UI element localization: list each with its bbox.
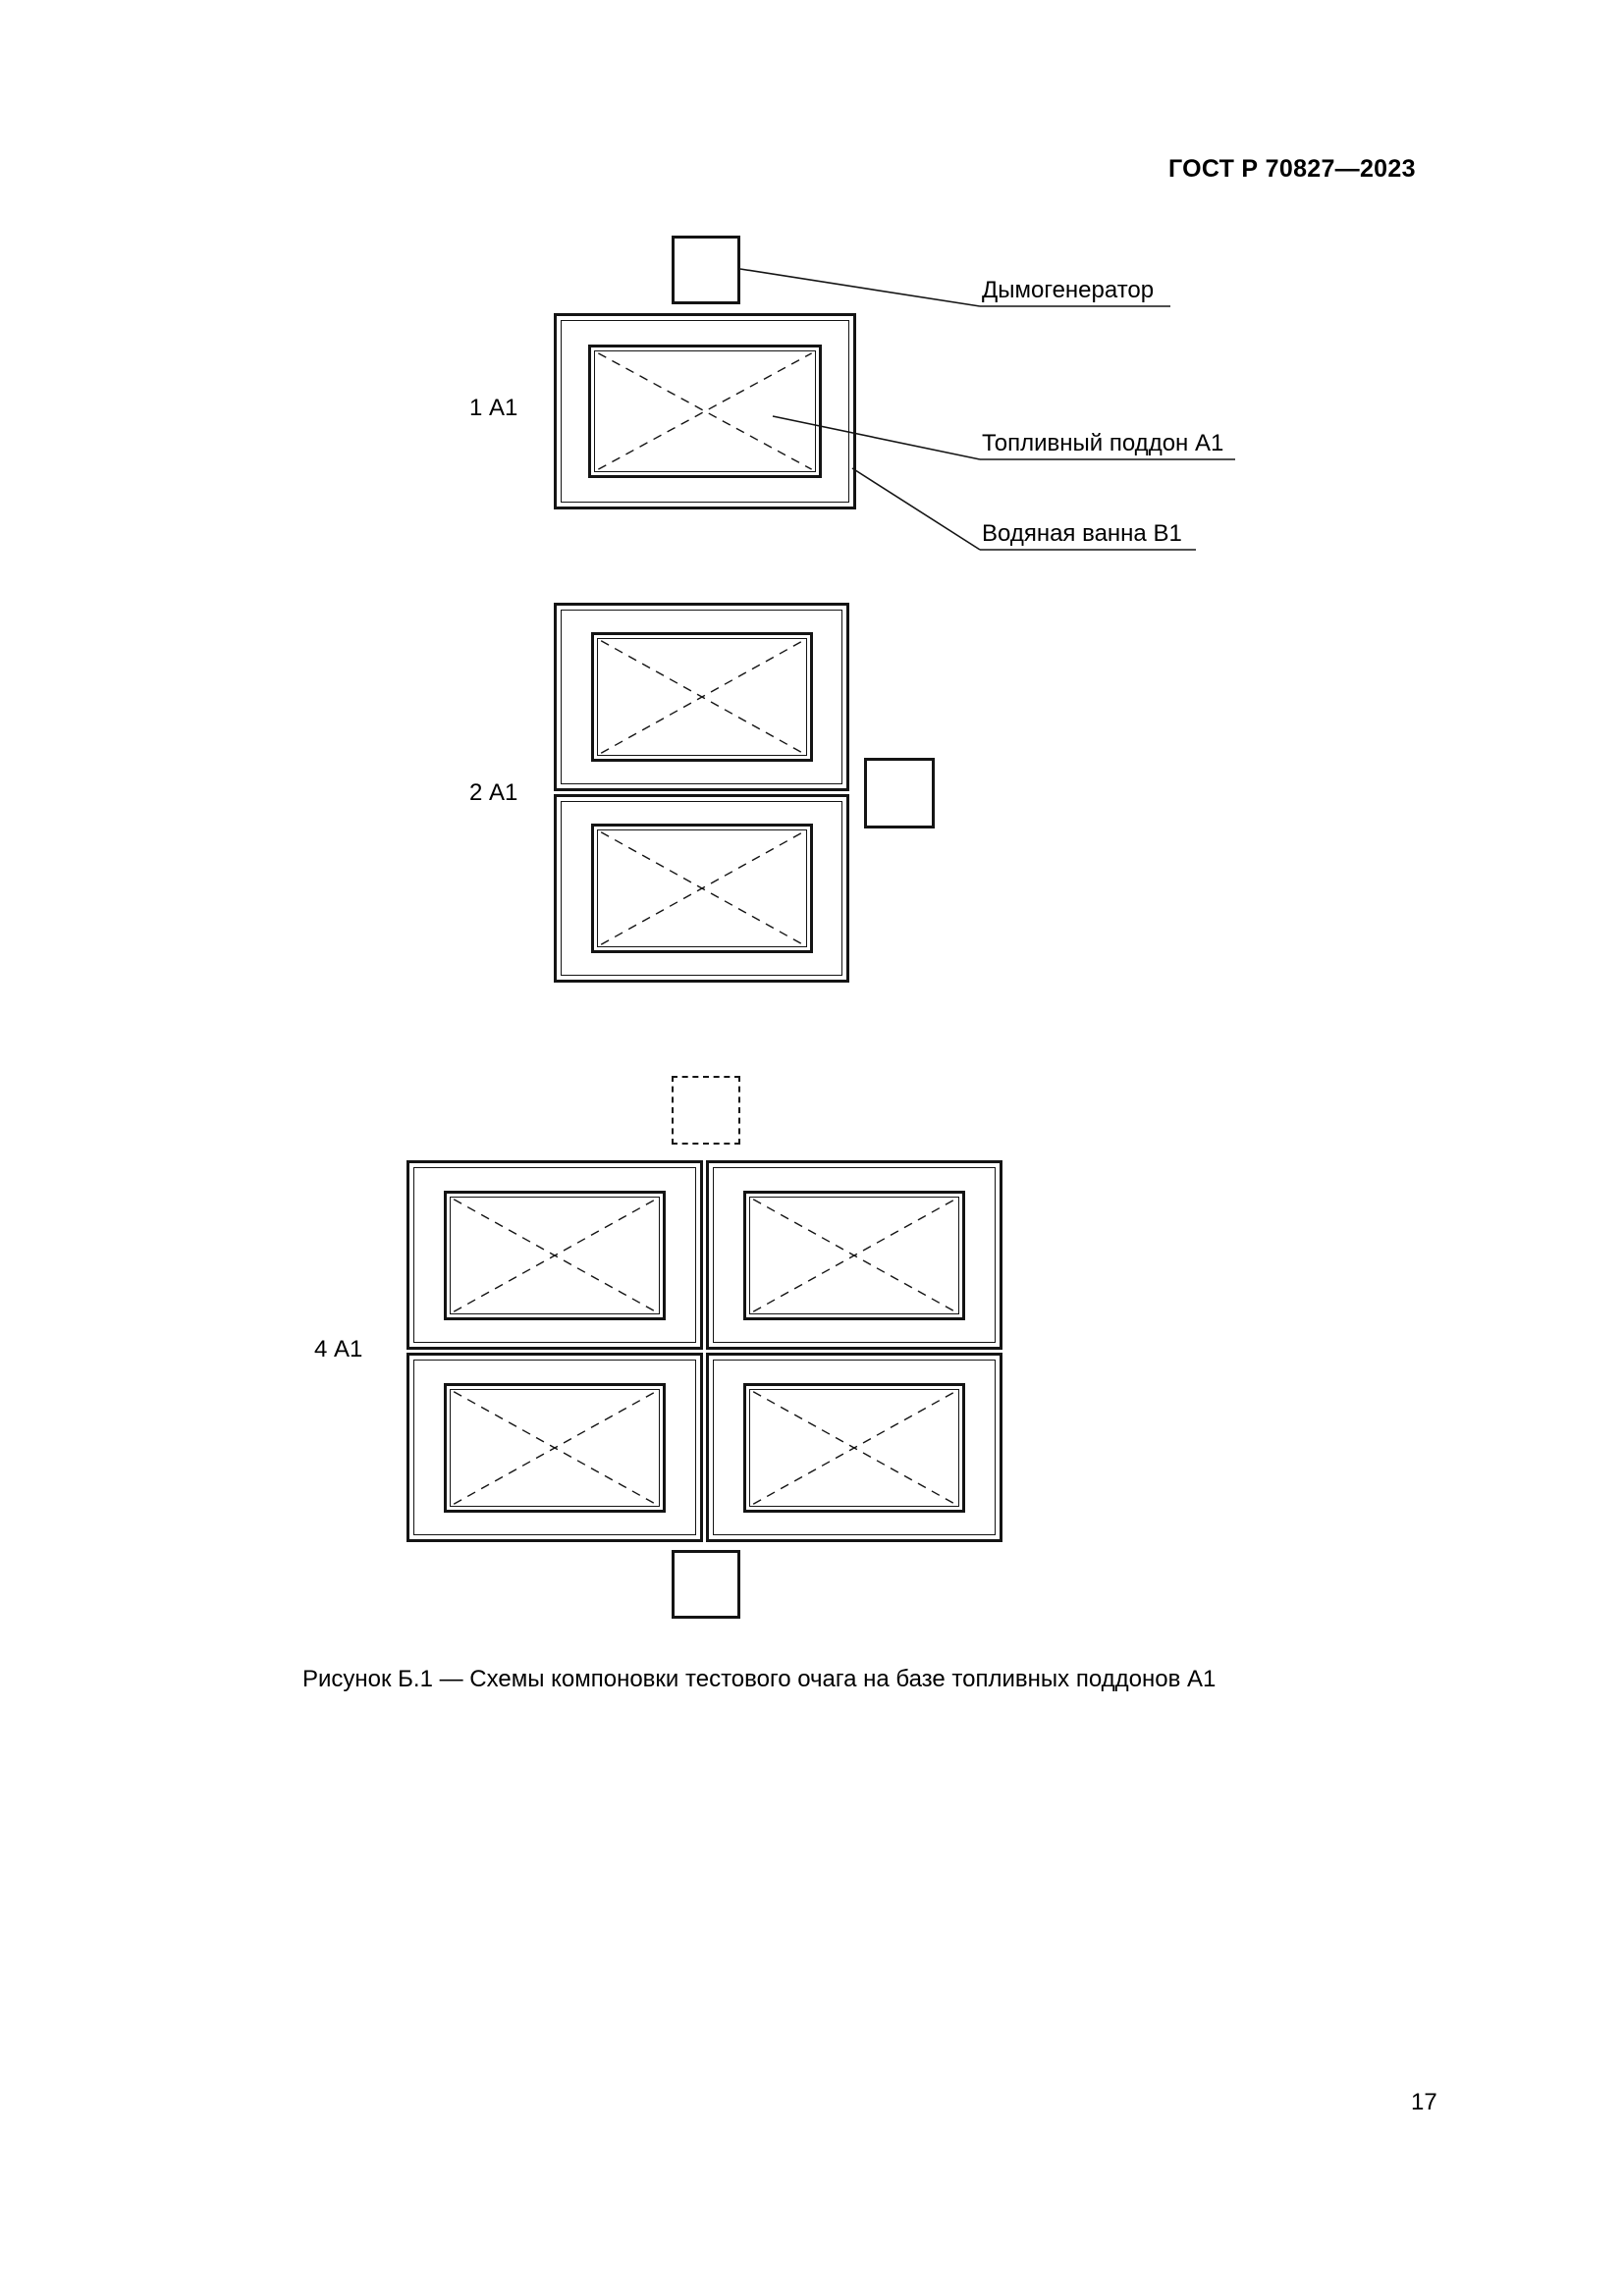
water-bath-inner-line	[413, 1360, 696, 1535]
fuel-pan-inner	[596, 829, 807, 947]
fuel-pan-diagonals-icon	[750, 1198, 958, 1313]
fuel-pan-d1	[588, 345, 822, 478]
fuel-pan-diagonals-icon	[598, 830, 806, 946]
figure-caption: Рисунок Б.1 — Схемы компоновки тестового…	[302, 1666, 1217, 1692]
callout-fuel-pan-label: Топливный поддон А1	[982, 430, 1224, 456]
fuel-pan-inner	[749, 1196, 959, 1314]
smoke-generator-square-d1	[672, 236, 740, 304]
smoke-generator-square-d4	[672, 1550, 740, 1619]
fuel-pan-d4-bottom-left	[444, 1382, 666, 1513]
fuel-pan-diagonals-icon	[595, 351, 815, 471]
water-bath-d1	[554, 313, 856, 509]
fuel-pan-inner	[596, 638, 807, 756]
water-bath-d4-bottom-right	[706, 1353, 1002, 1542]
water-bath-inner-line	[561, 320, 849, 503]
fuel-pan-d4-top-left	[444, 1190, 666, 1320]
fuel-pan-d4-bottom-right	[743, 1382, 965, 1513]
gost-standard-number: ГОСТ Р 70827—2023	[1168, 155, 1416, 183]
fuel-pan-diagonals-icon	[451, 1390, 659, 1506]
water-bath-d4-bottom-left	[406, 1353, 703, 1542]
diagram-1-label: 1 А1	[469, 395, 518, 421]
water-bath-d2-bottom	[554, 794, 849, 983]
diagram-2-label: 2 А1	[469, 779, 518, 806]
fuel-pan-diagonals-icon	[598, 639, 806, 755]
water-bath-inner-line	[561, 610, 842, 784]
fuel-pan-diagonals-icon	[451, 1198, 659, 1313]
fuel-pan-inner	[749, 1388, 959, 1507]
water-bath-inner-line	[561, 801, 842, 976]
fuel-pan-diagonals-icon	[750, 1390, 958, 1506]
smoke-generator-square-d2	[864, 758, 935, 828]
fuel-pan-d2-top	[590, 632, 813, 762]
water-bath-inner-line	[713, 1360, 996, 1535]
smoke-generator-position-dashed-square	[672, 1076, 740, 1145]
callout-water-bath-label: Водяная ванна В1	[982, 520, 1182, 547]
fuel-pan-inner	[450, 1388, 660, 1507]
water-bath-inner-line	[713, 1167, 996, 1343]
page-number: 17	[1411, 2089, 1437, 2115]
diagram-4-label: 4 А1	[314, 1336, 363, 1362]
callout-smoke-generator-label: Дымогенератор	[982, 277, 1155, 303]
fuel-pan-inner	[450, 1196, 660, 1314]
water-bath-inner-line	[413, 1167, 696, 1343]
fuel-pan-d4-top-right	[743, 1190, 965, 1320]
water-bath-d4-top-right	[706, 1160, 1002, 1350]
fuel-pan-d2-bottom	[590, 824, 813, 953]
fuel-pan-inner	[594, 350, 816, 472]
water-bath-d2-top	[554, 603, 849, 791]
water-bath-d4-top-left	[406, 1160, 703, 1350]
